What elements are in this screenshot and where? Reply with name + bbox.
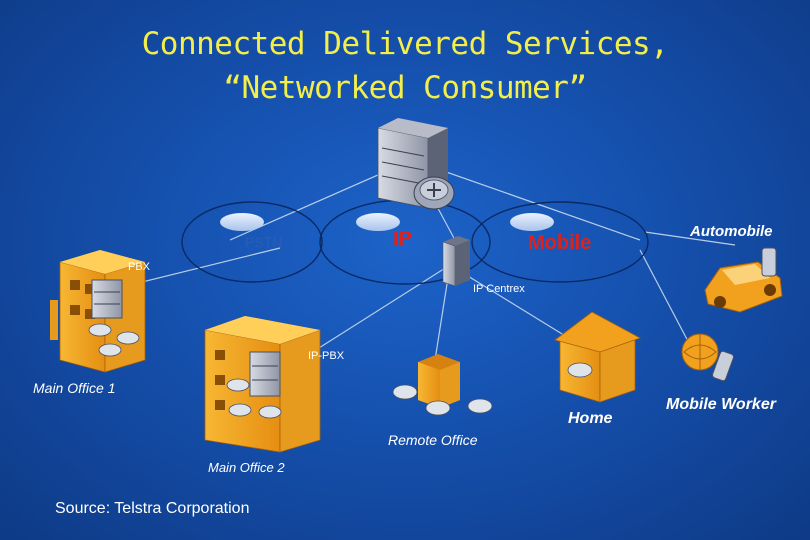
telephone-icon [88,323,140,357]
remote-office-label: Remote Office [388,432,478,448]
mobile-phone-icon [711,350,735,382]
telephone-icon [567,362,593,378]
main-office-2-building [204,316,321,453]
home-label: Home [568,410,613,427]
title-line-1: Connected Delivered Services, [141,26,669,62]
router-icon [413,176,455,210]
pstn-label: PSTN [245,234,283,250]
pbx-label: PBX [128,261,151,273]
automobile-label: Automobile [690,223,773,240]
house-icon [554,311,641,403]
mobile-phone-icon [761,247,777,277]
ip-pbx-server-icon [249,351,281,397]
ip-label: IP [393,228,412,250]
ip-centrex-label: IP Centrex [473,283,525,295]
remote-office-building [418,354,460,408]
telephone-icon [226,378,282,419]
globe-icon [681,333,719,371]
telephone-icon [392,384,493,416]
mobile-worker-label: Mobile Worker [666,396,776,413]
title-line-2: “Networked Consumer” [223,70,587,106]
pbx-server-icon [91,279,123,319]
server-icon [442,236,470,287]
source-caption: Source: Telstra Corporation [55,500,250,517]
mobile-cloud [471,201,649,283]
pstn-cloud [181,201,323,283]
mobile-label: Mobile [528,232,592,254]
main-office-2-label: Main Office 2 [208,460,285,475]
ip-pbx-label: IP-PBX [308,350,345,362]
main-office-1-label: Main Office 1 [33,380,116,396]
